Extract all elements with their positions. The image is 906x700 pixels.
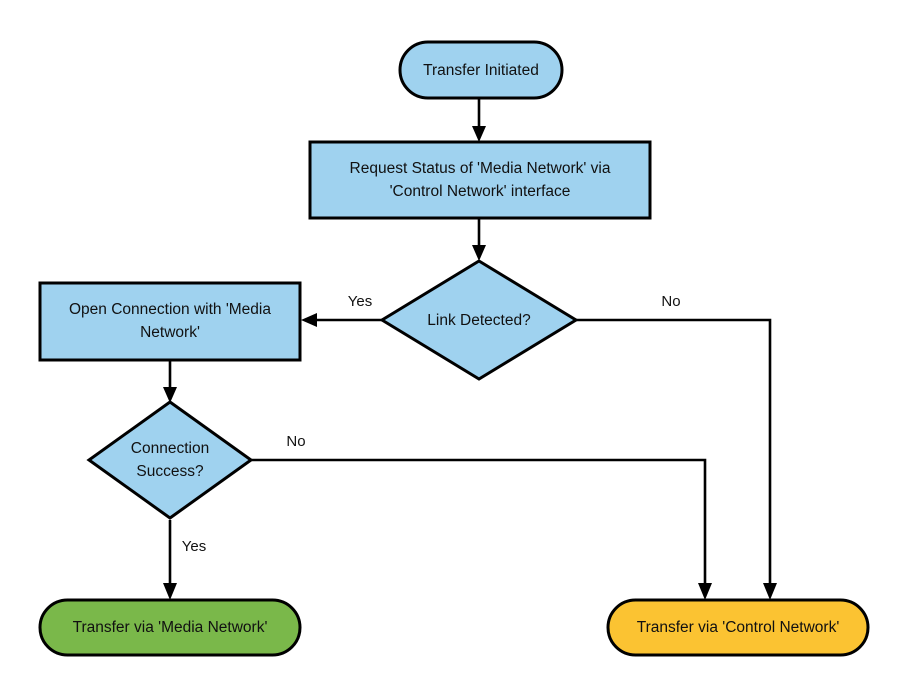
node-label-open-connection-line2: Network' — [140, 324, 200, 341]
edge-label-yes-connection-success: Yes — [182, 538, 206, 555]
node-transfer-media-network[interactable]: Transfer via 'Media Network' — [38, 598, 302, 657]
node-open-connection[interactable]: Open Connection with 'Media Network' — [38, 281, 302, 362]
node-shape-rounded-terminal — [606, 598, 870, 657]
node-shape-rectangle — [308, 140, 652, 220]
node-request-status[interactable]: Request Status of 'Media Network' via 'C… — [308, 140, 652, 220]
edge-label-yes-link-detected: Yes — [348, 293, 372, 310]
node-link-detected[interactable]: Link Detected? — [379, 259, 579, 381]
arrow-head-icon — [763, 583, 777, 600]
node-label-transfer-control-network: Transfer via 'Control Network' — [637, 619, 840, 636]
edge-request-status-to-link-detected — [472, 218, 486, 261]
arrow-head-icon — [698, 583, 712, 600]
node-label-open-connection-line1: Open Connection with 'Media — [69, 301, 271, 318]
node-label-request-status-line2: 'Control Network' interface — [390, 183, 571, 200]
node-label-transfer-media-network: Transfer via 'Media Network' — [73, 619, 268, 636]
arrow-head-icon — [163, 583, 177, 600]
node-transfer-initiated[interactable]: Transfer Initiated — [398, 40, 564, 100]
node-shape-diamond — [379, 259, 579, 381]
arrow-head-icon — [163, 387, 177, 403]
node-label-connection-success-line2: Success? — [136, 463, 204, 480]
arrow-head-icon — [301, 313, 317, 327]
edge-start-to-request-status — [472, 98, 486, 142]
arrow-head-icon — [472, 245, 486, 261]
node-transfer-control-network[interactable]: Transfer via 'Control Network' — [606, 598, 870, 657]
node-label-transfer-initiated: Transfer Initiated — [423, 62, 539, 79]
edge-open-connection-to-connection-success — [163, 360, 177, 403]
edge-label-no-link-detected: No — [661, 293, 680, 310]
node-label-link-detected: Link Detected? — [427, 312, 531, 329]
node-connection-success[interactable]: Connection Success? — [86, 400, 254, 520]
edge-connection-success-to-transfer-media — [163, 520, 177, 600]
edge-connection-success-to-transfer-control — [251, 458, 712, 600]
node-shape-rounded-terminal — [398, 40, 564, 100]
node-shape-diamond — [86, 400, 254, 520]
node-label-connection-success-line1: Connection — [131, 440, 209, 457]
arrow-head-icon — [472, 126, 486, 142]
node-shape-rounded-terminal — [38, 598, 302, 657]
edge-link-detected-to-transfer-control — [576, 318, 777, 600]
edge-label-no-connection-success: No — [286, 433, 305, 450]
node-shape-rectangle — [38, 281, 302, 362]
node-label-request-status-line1: Request Status of 'Media Network' via — [350, 160, 611, 177]
